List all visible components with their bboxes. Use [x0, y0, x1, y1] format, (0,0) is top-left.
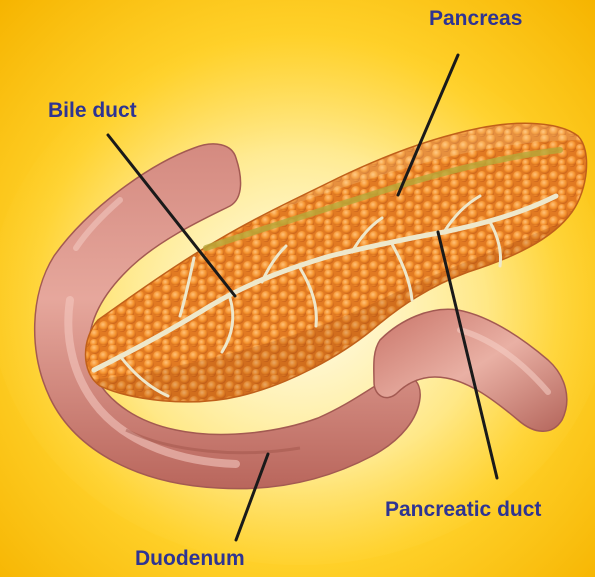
pancreatic-duct-label: Pancreatic duct	[385, 499, 541, 520]
pancreas-label: Pancreas	[429, 8, 522, 29]
bile-duct-label: Bile duct	[48, 100, 137, 121]
duodenum-label: Duodenum	[135, 548, 245, 569]
